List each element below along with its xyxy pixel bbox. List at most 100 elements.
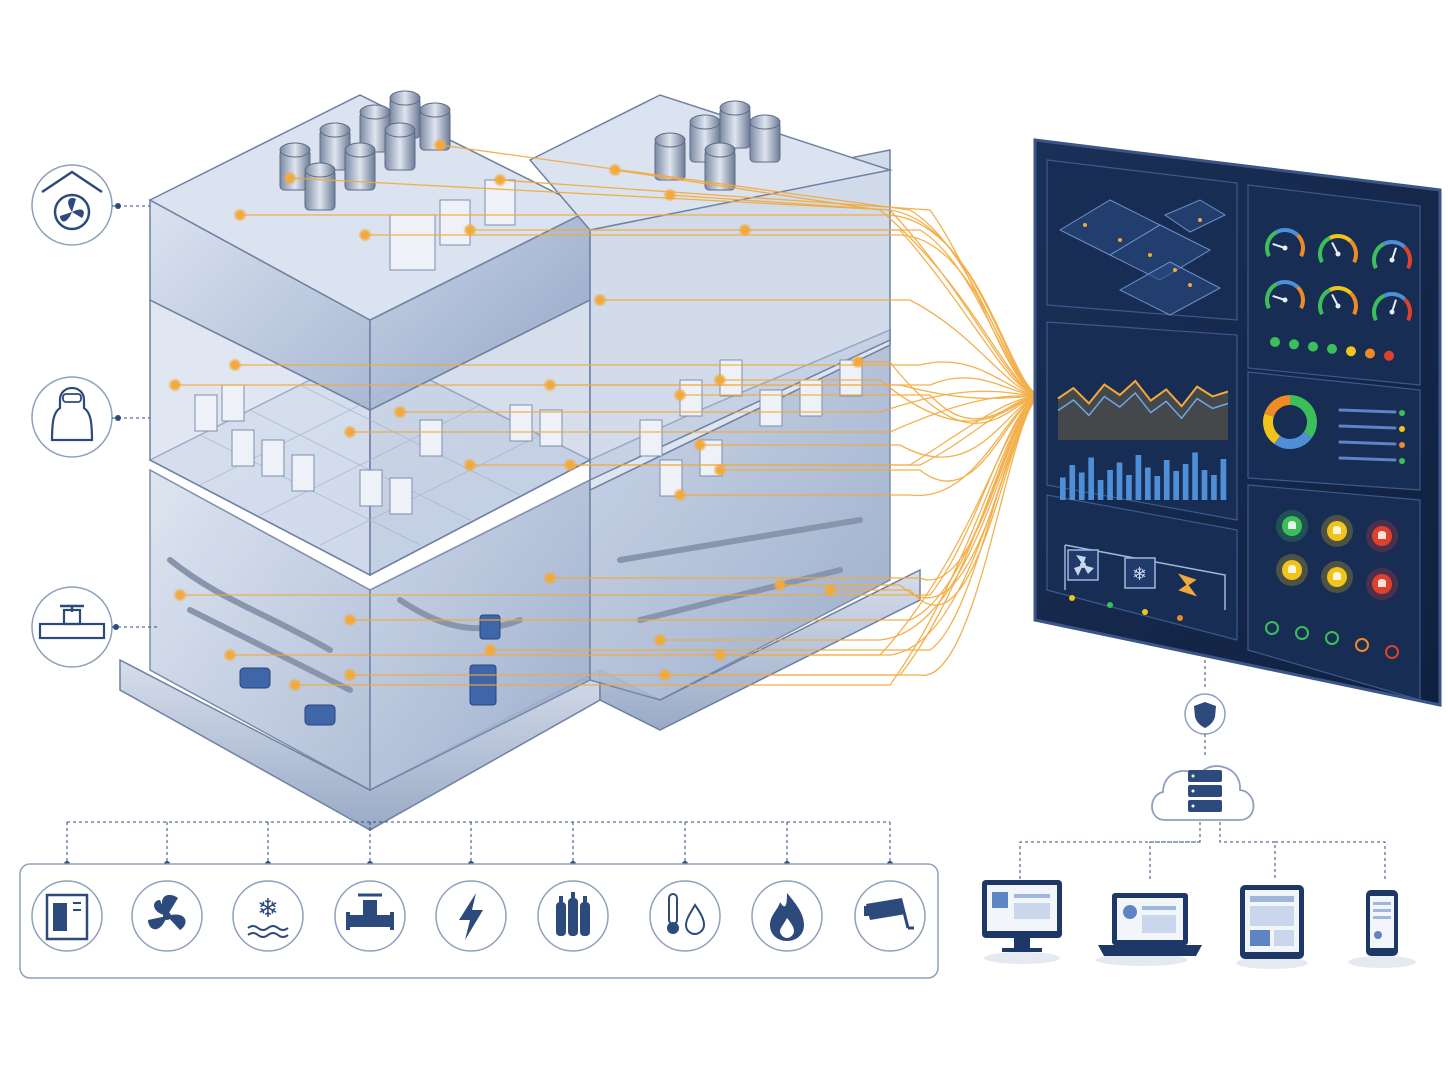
sensor-data-line [720, 395, 1043, 482]
dashboard-gauges-panel[interactable] [1247, 184, 1421, 386]
tablet-icon[interactable] [1236, 885, 1308, 969]
alarm-bell-icon [1288, 565, 1296, 573]
sensor-data-line [665, 395, 1043, 676]
status-dot [1327, 343, 1337, 354]
desktop-monitor-icon[interactable] [982, 880, 1062, 964]
trend-area [1058, 381, 1228, 440]
cooling-towers [279, 90, 781, 211]
gauge-arc [1403, 297, 1412, 322]
gas-cylinders-icon[interactable] [537, 880, 609, 952]
security-shield-icon [1184, 693, 1226, 735]
system-legend-icons: ❄ [31, 880, 926, 952]
trend-bar [1201, 470, 1208, 500]
sensor-data-line [669, 194, 1043, 397]
donut-legend-bars [1338, 408, 1405, 464]
monitoring-dashboard[interactable]: ❄ [1033, 138, 1442, 707]
trend-bar [1154, 476, 1161, 500]
cleanroom-building [119, 90, 921, 831]
flow-status-dots [1069, 595, 1183, 621]
gauge-arc [1265, 230, 1278, 258]
cleanroom-tools [194, 359, 863, 515]
status-dot [1270, 337, 1280, 347]
mini-building-model [1058, 199, 1227, 316]
donut-segment [1263, 413, 1281, 444]
gauge-arc [1382, 240, 1407, 249]
donut-segment [1274, 431, 1312, 449]
status-dot [1365, 348, 1375, 359]
gauge-hub [1282, 245, 1288, 251]
alarm-bell-icon [1333, 526, 1341, 534]
power-bolt-icon[interactable] [435, 880, 507, 952]
sensor-data-line [858, 361, 1043, 424]
valve-pipe-icon[interactable] [334, 880, 406, 952]
fan-icon[interactable] [131, 880, 203, 952]
alarm-indicators [1276, 510, 1398, 600]
gauges [1265, 228, 1412, 322]
donut-segment [1289, 395, 1317, 438]
status-dot [1384, 350, 1394, 361]
status-dot [1289, 339, 1299, 350]
status-dot [1308, 341, 1318, 352]
sensor-data-line [175, 377, 1043, 397]
alarm-ring-row [1265, 621, 1399, 659]
trend-bar [1126, 475, 1132, 500]
mini-model-dots [1083, 218, 1202, 287]
laptop-icon[interactable] [1096, 893, 1202, 966]
flow-snowflake-icon: ❄ [1132, 564, 1147, 585]
alarm-bell-icon [1378, 579, 1386, 587]
trend-line-secondary [1057, 391, 1229, 420]
alarm-bell-icon [1378, 531, 1386, 539]
trend-bar [1220, 459, 1227, 500]
gauge-hub [1389, 309, 1395, 315]
roof-exhaust-fan-icon [31, 164, 113, 246]
alarm-bell-icon [1288, 521, 1296, 529]
gauge-arc [1275, 228, 1300, 237]
smartphone-icon[interactable] [1348, 890, 1416, 968]
gauge-hub [1335, 303, 1341, 309]
gauge-arc [1328, 286, 1353, 295]
temperature-humidity-icon[interactable] [649, 880, 721, 952]
gauge-arc [1349, 239, 1358, 264]
security-camera-icon[interactable] [854, 880, 926, 952]
gauge-hub [1282, 297, 1288, 303]
pipe-valve-icon [31, 586, 113, 668]
dashboard-trend-panel[interactable] [1046, 321, 1238, 521]
trend-bar [1116, 462, 1123, 500]
device-links [1019, 822, 1386, 880]
rooftop-units [389, 179, 516, 271]
trend-bar [1182, 464, 1189, 500]
trend-bar [1173, 471, 1179, 500]
donut-chart [1263, 395, 1317, 449]
sensor-data-line [499, 179, 1043, 397]
trend-line [1057, 379, 1229, 408]
trend-bar [1088, 457, 1094, 500]
donut-segment [1264, 395, 1291, 418]
trend-bar [1107, 470, 1113, 500]
gauge-arc [1403, 245, 1412, 270]
gauge-arc [1349, 291, 1358, 316]
sensor-data-line [400, 390, 1043, 413]
gauge-arc [1265, 282, 1278, 310]
trend-bar [1145, 467, 1151, 500]
trend-bar [1135, 455, 1142, 500]
trend-bar-chart [1060, 452, 1227, 500]
process-flow-diagram [1064, 544, 1226, 610]
air-handling-unit-icon[interactable] [31, 880, 103, 952]
fire-flame-icon[interactable] [751, 880, 823, 952]
trend-bar [1078, 472, 1085, 500]
gauge-arc [1296, 285, 1305, 310]
status-dots [1270, 337, 1394, 361]
sensor-data-lines [175, 144, 1043, 686]
trend-bar [1163, 460, 1170, 500]
status-dot [1346, 346, 1356, 357]
chiller-cooling-icon[interactable]: ❄ [232, 880, 304, 952]
alarm-bell-icon [1333, 572, 1341, 580]
gauge-arc [1296, 233, 1305, 258]
gauge-arc [1318, 288, 1331, 316]
side-icons [31, 164, 160, 668]
legend-connector-lines [64, 822, 893, 867]
cloud-server-icon [1151, 765, 1255, 821]
trend-bar [1192, 452, 1198, 500]
svg-text:❄: ❄ [257, 894, 279, 924]
